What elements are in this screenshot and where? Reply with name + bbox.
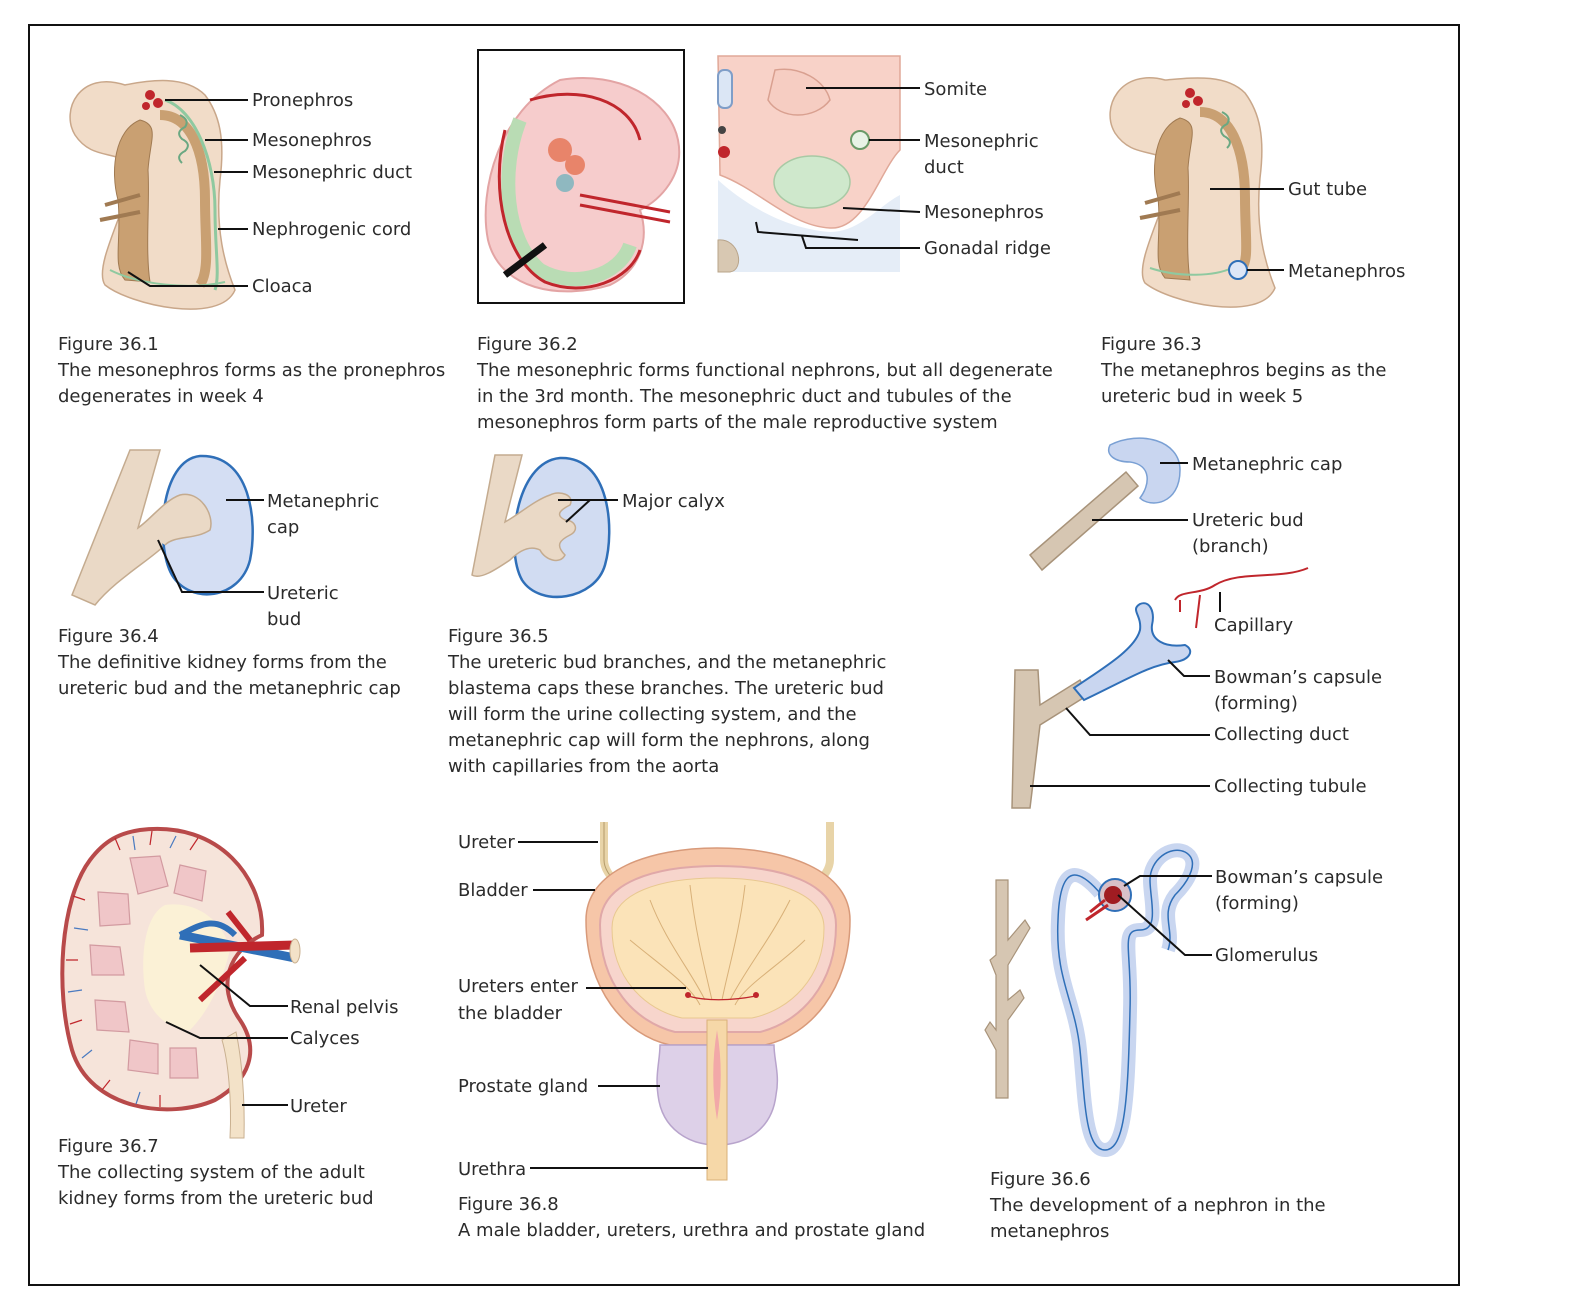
label-ureteric-bud-branch-line2: (branch) (1192, 536, 1269, 557)
label-metanephric-cap: Metanephric cap (1192, 454, 1342, 475)
fig2-caption-line: in the 3rd month. The mesonephric duct a… (477, 386, 1012, 407)
label-cloaca: Cloaca (252, 276, 313, 297)
fig7-adult-kidney (60, 826, 301, 1139)
fig5-caption-line: blastema caps these branches. The ureter… (448, 678, 884, 699)
fig5-caption-line: will form the urine collecting system, a… (448, 704, 857, 725)
fig6-caption-line: metanephros (990, 1221, 1109, 1242)
label-collecting-tubule: Collecting tubule (1214, 776, 1367, 797)
label-ureter-fig8: Ureter (458, 832, 515, 853)
label-mesonephric-duct-line1: Mesonephric (924, 131, 1039, 152)
fig5-caption-line: metanephric cap will form the nephrons, … (448, 730, 870, 751)
label-metanephros: Metanephros (1288, 261, 1405, 282)
label-gonadal-ridge: Gonadal ridge (924, 238, 1051, 259)
fig2-caption-title: Figure 36.2 (477, 334, 578, 355)
fig6-caption-title: Figure 36.6 (990, 1169, 1091, 1190)
fig6-caption-line: The development of a nephron in the (989, 1195, 1326, 1216)
fig3-caption-title: Figure 36.3 (1101, 334, 1202, 355)
fig8-caption-line: A male bladder, ureters, urethra and pro… (458, 1220, 925, 1241)
label-mesonephric-duct: Mesonephric duct (252, 162, 412, 183)
label-calyces: Calyces (290, 1028, 360, 1049)
fig7-caption-line: kidney forms from the ureteric bud (58, 1188, 374, 1209)
fig6-stage1 (1028, 437, 1181, 572)
fig8-caption-title: Figure 36.8 (458, 1194, 559, 1215)
fig5-caption-line: with capillaries from the aorta (448, 756, 719, 777)
label-metanephric-cap-line2: cap (267, 517, 299, 538)
figure-frame (28, 24, 1460, 1286)
label-mesonephric-duct-line2: duct (924, 157, 964, 178)
fig2-caption-line: mesonephros form parts of the male repro… (477, 412, 998, 433)
label-bowmans-capsule-mid: Bowman’s capsule (1214, 667, 1382, 688)
label-somite: Somite (924, 79, 987, 100)
fig8-bladder (585, 822, 851, 1181)
label-capillary: Capillary (1214, 615, 1293, 636)
fig2-caption-line: The mesonephric forms functional nephron… (476, 360, 1053, 381)
fig5-caption-line: The ureteric bud branches, and the metan… (447, 652, 886, 673)
label-ureters-enter-line2: the bladder (458, 1003, 563, 1024)
fig1-caption-title: Figure 36.1 (58, 334, 159, 355)
label-prostate-gland: Prostate gland (458, 1076, 588, 1097)
label-major-calyx: Major calyx (622, 491, 725, 512)
label-metanephric-cap-line1: Metanephric (267, 491, 379, 512)
label-nephrogenic-cord: Nephrogenic cord (252, 219, 411, 240)
label-mesonephros: Mesonephros (924, 202, 1044, 223)
fig4-caption-line: The definitive kidney forms from the (57, 652, 387, 673)
label-glomerulus: Glomerulus (1215, 945, 1318, 966)
fig4-caption-title: Figure 36.4 (58, 626, 159, 647)
fig1-embryo-drawing (69, 79, 236, 310)
fig1-caption-line: The mesonephros forms as the pronephros (57, 360, 445, 381)
label-urethra: Urethra (458, 1159, 526, 1180)
label-pronephros: Pronephros (252, 90, 353, 111)
label-collecting-duct: Collecting duct (1214, 724, 1349, 745)
label-ureteric-bud-line2: bud (267, 609, 301, 630)
fig4-bud-and-cap (71, 449, 254, 606)
label-bowmans-forming-mid: (forming) (1214, 693, 1298, 714)
fig7-caption-line: The collecting system of the adult (57, 1162, 365, 1183)
label-renal-pelvis: Renal pelvis (290, 997, 398, 1018)
fig5-caption-title: Figure 36.5 (448, 626, 549, 647)
fig5-branching-bud (471, 454, 611, 599)
label-mesonephros: Mesonephros (252, 130, 372, 151)
fig6-stage3 (984, 843, 1200, 1158)
label-gut-tube: Gut tube (1288, 179, 1367, 200)
fig3-caption-line: ureteric bud in week 5 (1101, 386, 1303, 407)
fig4-caption-line: ureteric bud and the metanephric cap (58, 678, 401, 699)
label-bladder: Bladder (458, 880, 528, 901)
fig7-caption-title: Figure 36.7 (58, 1136, 159, 1157)
fig3-embryo-drawing (1109, 77, 1276, 308)
label-bowmans-forming-bottom: (forming) (1215, 893, 1299, 914)
label-ureteric-bud-branch-line1: Ureteric bud (1192, 510, 1304, 531)
fig1-caption-line: degenerates in week 4 (58, 386, 264, 407)
fig3-caption-line: The metanephros begins as the (1100, 360, 1386, 381)
fig6-stage2 (1011, 567, 1309, 809)
fig2-embryo-inset (477, 49, 685, 304)
label-bowmans-capsule-bottom: Bowman’s capsule (1215, 867, 1383, 888)
label-ureters-enter-line1: Ureters enter (458, 976, 579, 997)
label-ureter-fig7: Ureter (290, 1096, 347, 1117)
label-ureteric-bud-line1: Ureteric (267, 583, 339, 604)
